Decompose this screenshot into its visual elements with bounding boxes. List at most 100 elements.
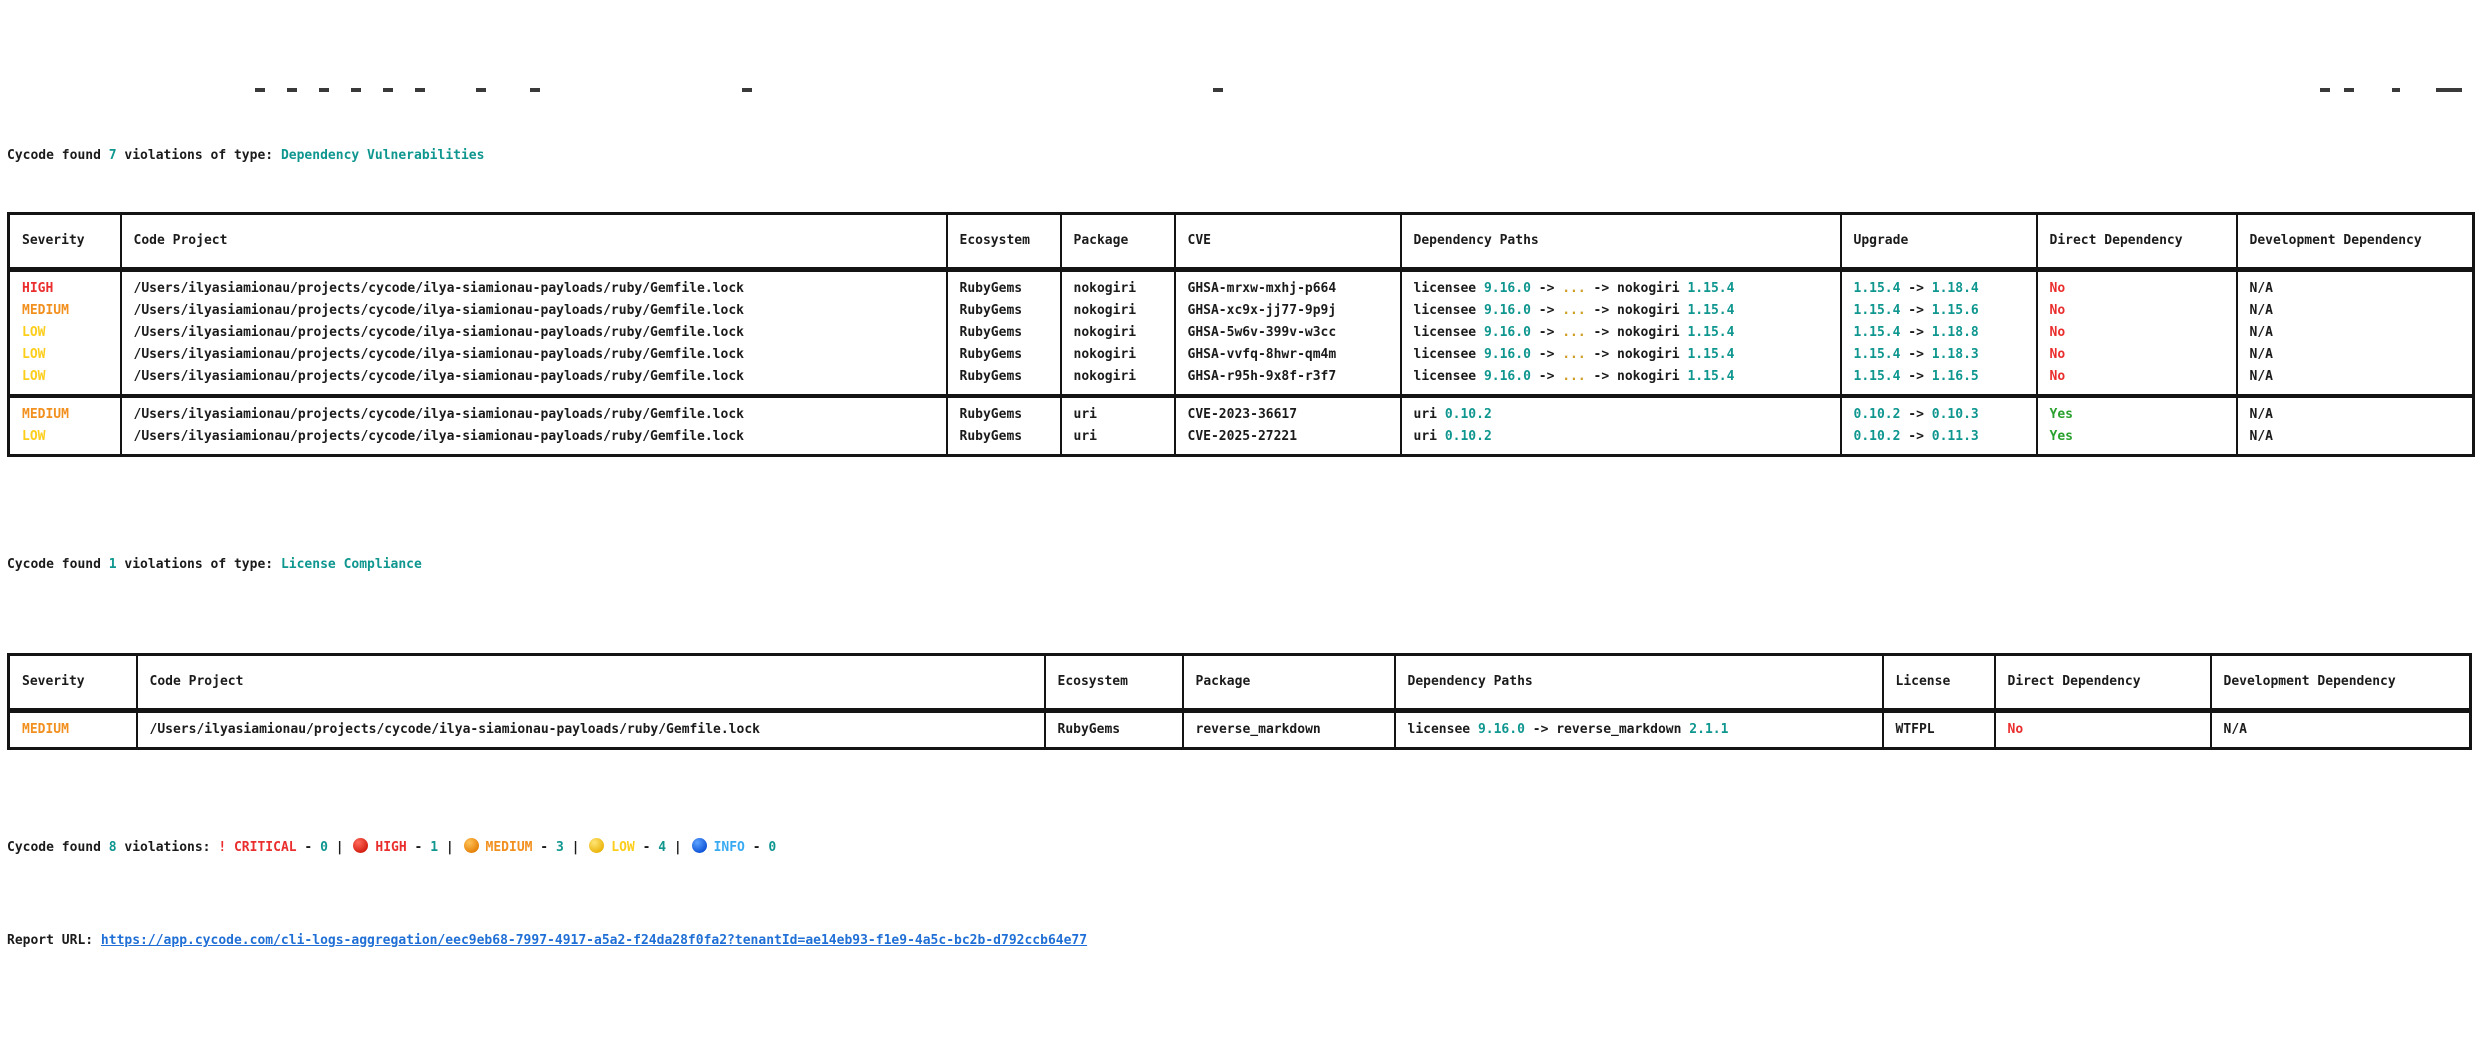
violation-count: 1 (108, 557, 117, 572)
table-cell: nokogiri (1059, 365, 1176, 388)
spacer-cell (2035, 387, 2238, 396)
table-cell: MEDIUM (7, 299, 122, 322)
table-row: MEDIUM/Users/ilyasiamionau/projects/cyco… (7, 403, 2475, 426)
text-segment: -> nokogiri (1585, 346, 1688, 362)
text-segment: ... (1562, 280, 1586, 296)
spacer-cell (135, 740, 1046, 749)
text-segment: - (532, 840, 556, 855)
text-segment: 1.15.4 (1687, 346, 1735, 362)
text-segment: - (406, 840, 431, 855)
column-header: Direct Dependency (1993, 654, 2212, 711)
text-segment: - (634, 840, 659, 855)
table-cell: licensee 9.16.0 -> ... -> nokogiri 1.15.… (1399, 299, 1842, 322)
text-segment: 3 (555, 840, 564, 855)
column-header: Severity (7, 213, 122, 270)
text-segment: 1.18.4 (1931, 280, 1979, 296)
spacer-row (7, 447, 2475, 456)
text-segment: | (563, 840, 588, 855)
text-segment: 9.16.0 (1483, 346, 1531, 362)
spacer-cell (1881, 710, 1996, 719)
violation-type-label: License Compliance (280, 557, 422, 572)
clipped-previous-line (0, 88, 2481, 96)
text-segment: HIGH (375, 840, 407, 855)
text-segment: 9.16.0 (1483, 280, 1531, 296)
text-segment: Yes (2049, 428, 2073, 444)
text-segment: -> (1530, 302, 1563, 318)
table-cell: HIGH (7, 277, 122, 300)
spacer-row (7, 269, 2475, 278)
text-segment: - (296, 840, 321, 855)
table-cell: 1.15.4 -> 1.16.5 (1839, 365, 2038, 388)
text-segment: MEDIUM (485, 840, 533, 855)
table-cell: licensee 9.16.0 -> ... -> nokogiri 1.15.… (1399, 321, 1842, 344)
text-segment: 9.16.0 (1483, 368, 1531, 384)
text-segment: LOW (22, 368, 46, 384)
text-segment: No (2007, 721, 2024, 737)
table-cell: RubyGems (1043, 718, 1184, 741)
table-cell: GHSA-vvfq-8hwr-qm4m (1173, 343, 1402, 366)
column-header: Dependency Paths (1399, 213, 1842, 270)
text-segment: MEDIUM (22, 302, 69, 318)
column-header: Ecosystem (1043, 654, 1184, 711)
text-segment: 0.10.2 (1444, 428, 1492, 444)
table-cell: nokogiri (1059, 343, 1176, 366)
column-header: Development Dependency (2235, 213, 2475, 270)
dot-red-icon (353, 838, 369, 853)
text-segment: 1.15.4 (1853, 280, 1901, 296)
spacer-cell (2209, 740, 2472, 749)
table-cell: N/A (2235, 425, 2475, 448)
spacer-cell (1043, 710, 1184, 719)
table-cell: 1.15.4 -> 1.18.4 (1839, 277, 2038, 300)
text-segment: licensee (1413, 346, 1484, 362)
text-segment: uri (1413, 428, 1445, 444)
spacer-cell (1173, 269, 1402, 278)
text-segment: MEDIUM (22, 721, 69, 737)
spacer-cell (1399, 395, 1842, 404)
column-header: Development Dependency (2209, 654, 2472, 711)
text-segment: uri (1413, 406, 1445, 422)
spacer-cell (119, 269, 948, 278)
spacer-cell (1181, 710, 1396, 719)
table-cell: N/A (2235, 365, 2475, 388)
spacer-row (7, 395, 2475, 404)
spacer-cell (1993, 740, 2212, 749)
table-cell: N/A (2235, 299, 2475, 322)
spacer-cell (1993, 710, 2212, 719)
table-cell: RubyGems (945, 403, 1062, 426)
table-cell: /Users/ilyasiamionau/projects/cycode/ily… (119, 403, 948, 426)
spacer-cell (119, 387, 948, 396)
spacer-cell (1839, 447, 2038, 456)
text-segment: 8 (108, 840, 117, 855)
table-row: LOW/Users/ilyasiamionau/projects/cycode/… (7, 321, 2475, 344)
text-segment: 0.10.3 (1931, 406, 1979, 422)
table-cell: LOW (7, 321, 122, 344)
text-segment: licensee (1413, 280, 1484, 296)
spacer-cell (2235, 269, 2475, 278)
table-cell: /Users/ilyasiamionau/projects/cycode/ily… (135, 718, 1046, 741)
text-segment: licensee (1413, 324, 1484, 340)
table-cell: /Users/ilyasiamionau/projects/cycode/ily… (119, 321, 948, 344)
text-segment: -> nokogiri (1585, 302, 1688, 318)
table-cell: N/A (2235, 321, 2475, 344)
spacer-cell (7, 395, 122, 404)
text-segment: -> (1900, 280, 1932, 296)
spacer-cell (119, 395, 948, 404)
table-cell: /Users/ilyasiamionau/projects/cycode/ily… (119, 365, 948, 388)
section-prefix: Cycode found (7, 148, 109, 163)
text-segment: - (744, 840, 769, 855)
text-segment: 1.16.5 (1931, 368, 1979, 384)
table-cell: nokogiri (1059, 321, 1176, 344)
table-cell: MEDIUM (7, 403, 122, 426)
table-cell: N/A (2235, 343, 2475, 366)
report-url-link[interactable]: https://app.cycode.com/cli-logs-aggregat… (100, 933, 1088, 948)
text-segment: 9.16.0 (1477, 721, 1525, 737)
table-cell: LOW (7, 425, 122, 448)
table-cell: licensee 9.16.0 -> ... -> nokogiri 1.15.… (1399, 365, 1842, 388)
table-cell: Yes (2035, 403, 2238, 426)
column-header: Package (1059, 213, 1176, 270)
text-segment: 1.15.4 (1853, 346, 1901, 362)
table-row: LOW/Users/ilyasiamionau/projects/cycode/… (7, 365, 2475, 388)
report-url-line: Report URL: https://app.cycode.com/cli-l… (7, 930, 2481, 952)
report-url-label: Report URL: (7, 933, 101, 948)
